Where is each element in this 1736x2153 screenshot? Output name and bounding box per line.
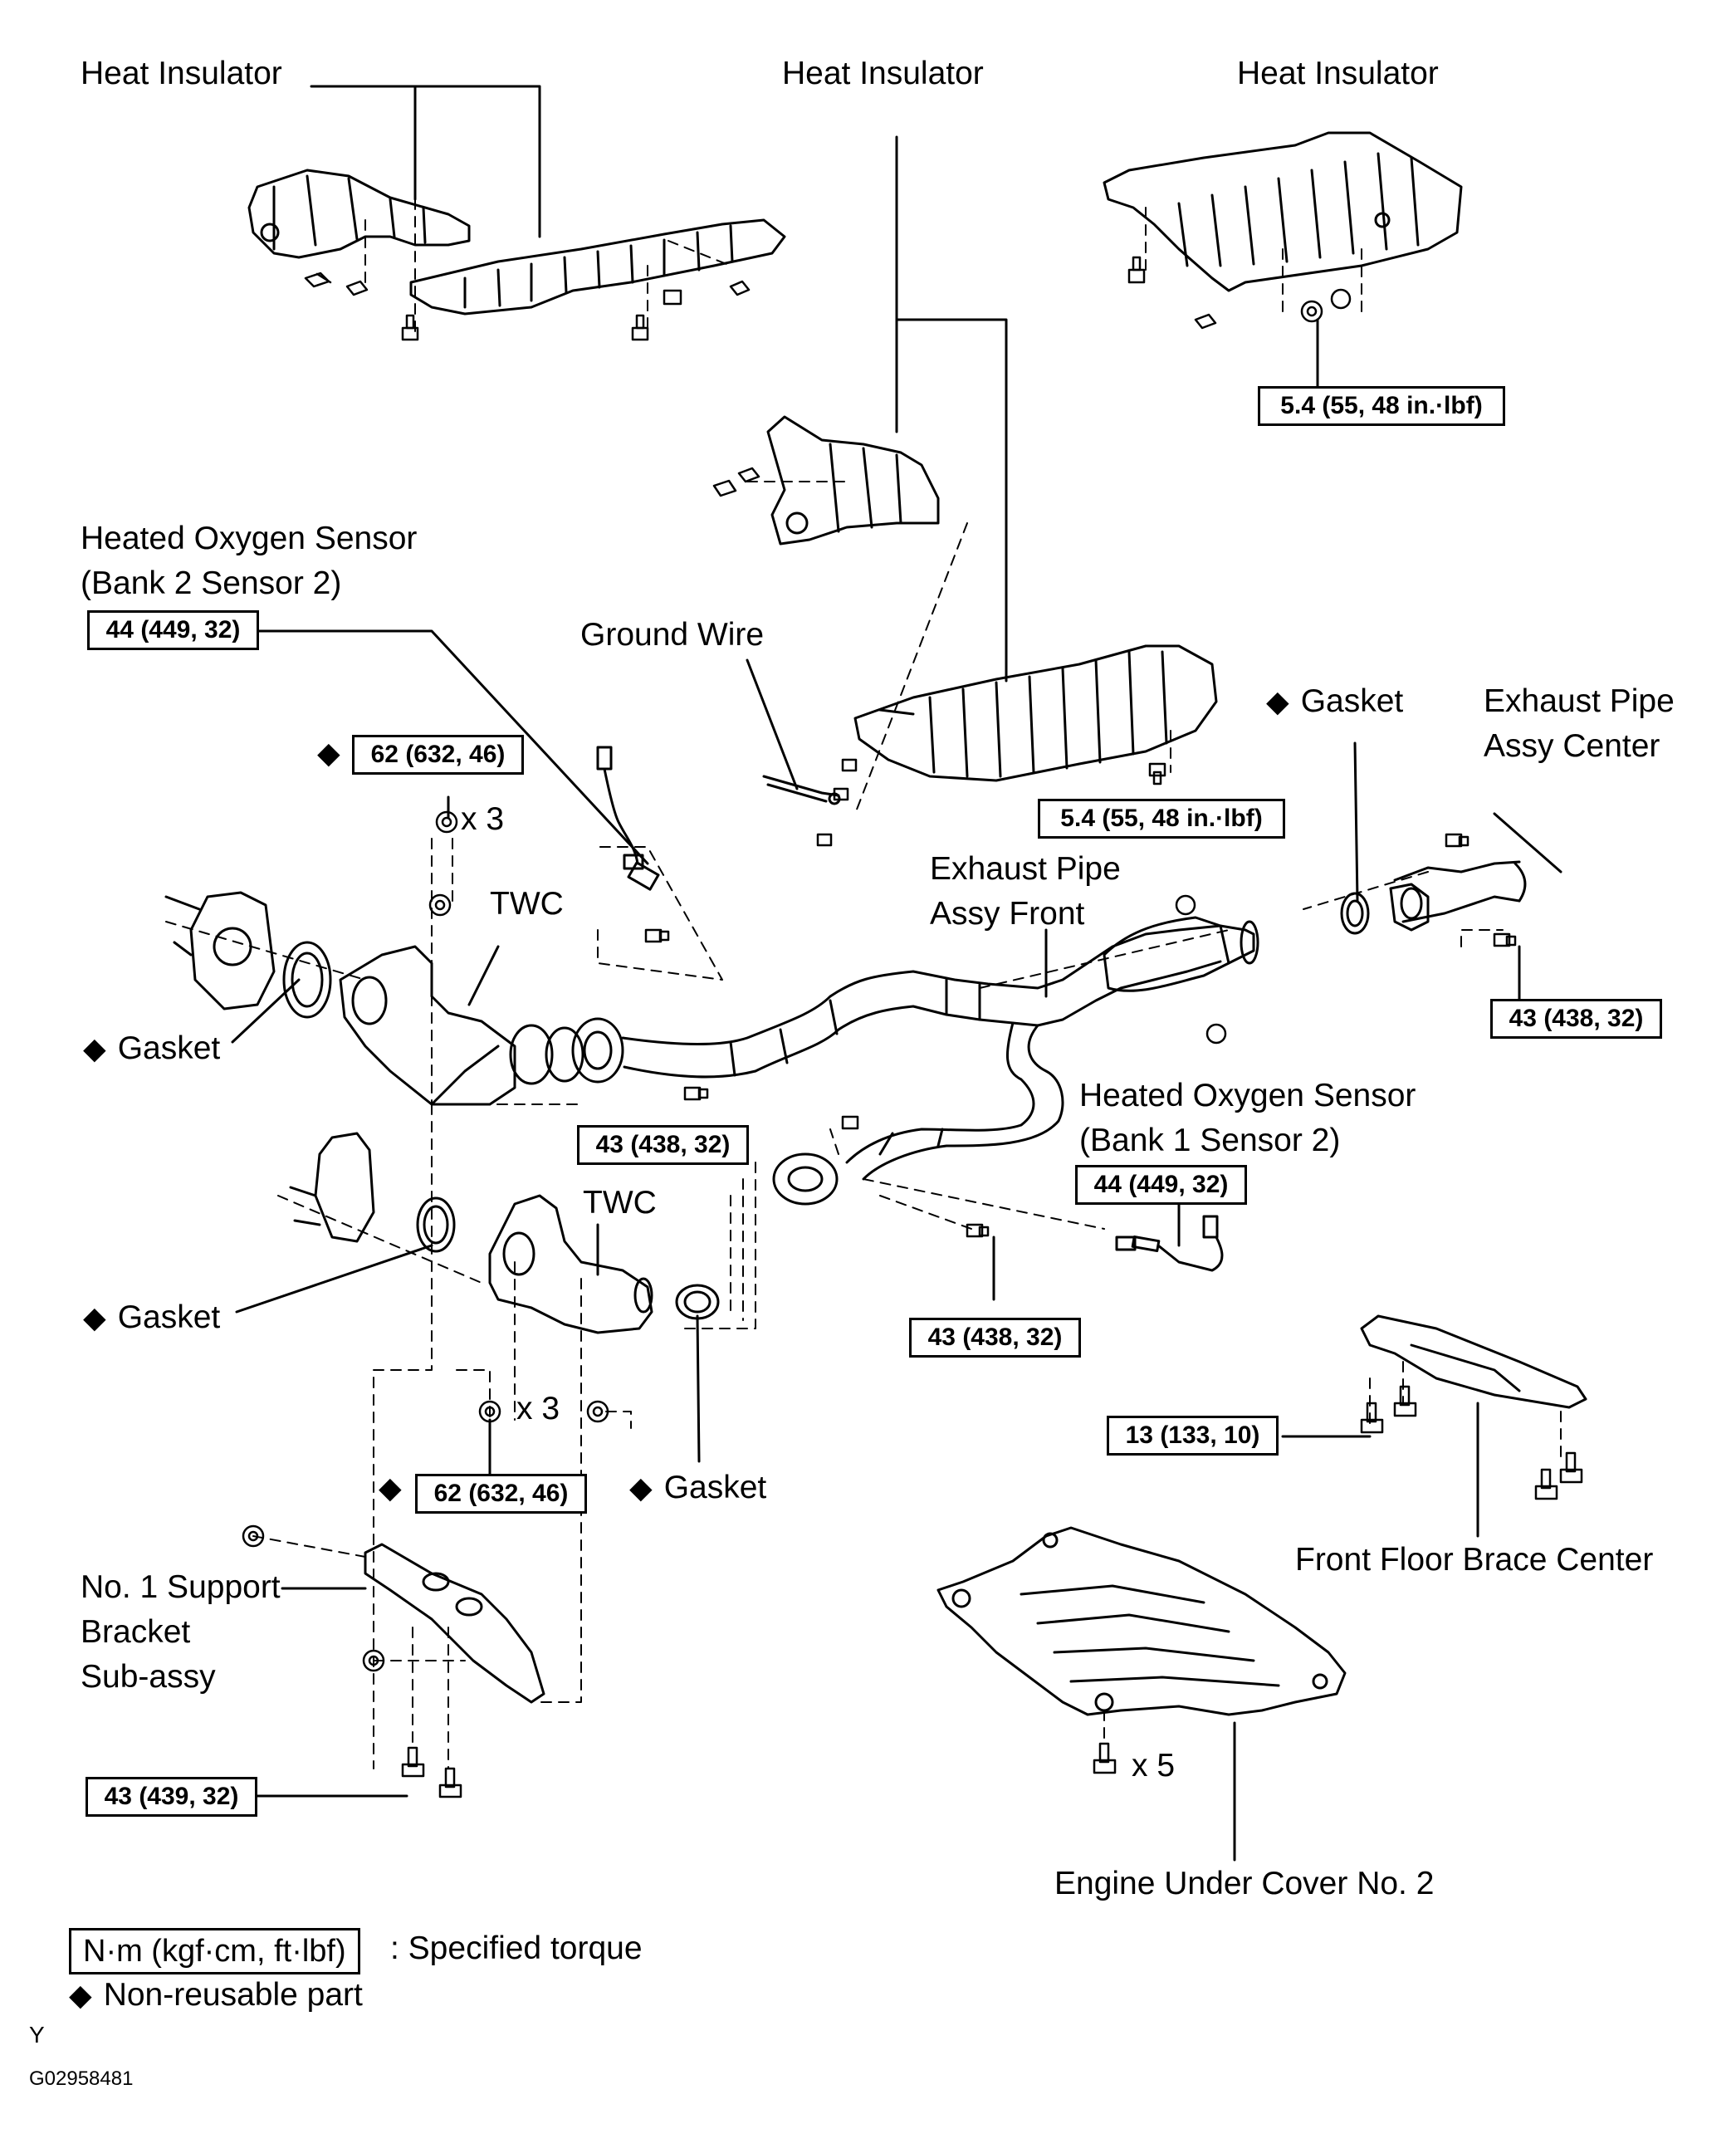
non-reusable-icon: ◆ [83,1031,106,1065]
torque-sensor-b2: 44 (449, 32) [87,610,259,650]
label-gasket-left-upper-text: Gasket [117,1030,221,1066]
twc-lower [488,1194,653,1334]
torque-manifold-upper: 62 (632, 46) [352,735,524,775]
label-gasket-mid-lower: ◆ Gasket [629,1466,766,1510]
label-heat-insulator-3: Heat Insulator [1237,56,1439,91]
label-gasket-left-lower-text: Gasket [117,1299,221,1335]
label-twc-upper: TWC [490,886,564,922]
non-reusable-icon: ◆ [379,1470,402,1505]
bolts-heat-insulator-3 [1127,256,1352,330]
lower-nuts [478,1400,609,1423]
label-twc-lower: TWC [583,1185,657,1221]
gasket-upper-left [282,941,332,1019]
footer-letter: Y [29,2022,45,2048]
support-bracket-fasteners [242,1524,462,1798]
exhaust-pipe-center [1389,860,1527,932]
torque-sensor-b1: 44 (449, 32) [1075,1165,1247,1205]
bolts-heat-insulator-1 [304,272,751,341]
label-gasket-top-text: Gasket [1300,683,1404,719]
label-x3-upper: x 3 [461,801,505,837]
label-exhaust-front-line2: Assy Front [930,896,1085,932]
torque-manifold-lower: 62 (632, 46) [415,1474,587,1514]
label-gasket-top: ◆ Gasket [1266,679,1403,724]
label-under-cover: Engine Under Cover No. 2 [1054,1866,1435,1901]
oxygen-sensor-bank2 [596,746,660,891]
label-gasket-mid-lower-text: Gasket [663,1470,767,1505]
legend-torque-desc: : Specified torque [390,1930,643,1966]
non-reusable-icon: ◆ [317,736,340,770]
torque-heat-insulator-2: 5.4 (55, 48 in.·lbf) [1038,799,1285,839]
label-sensor-b1-line2: (Bank 1 Sensor 2) [1079,1123,1341,1158]
label-support-line2: Bracket [81,1614,191,1650]
torque-front-pipe-mid: 43 (438, 32) [909,1318,1081,1358]
torque-floor-brace: 13 (133, 10) [1107,1416,1279,1456]
gasket-mid-lower [675,1284,720,1320]
label-sensor-b1-line1: Heated Oxygen Sensor [1079,1078,1416,1113]
assembly-lines [165,198,1562,1769]
oxygen-sensor-bank1 [1115,1215,1224,1272]
gasket-lower-left [416,1196,456,1253]
non-reusable-icon: ◆ [629,1470,653,1505]
label-heat-insulator-2: Heat Insulator [782,56,984,91]
label-heat-insulator-1: Heat Insulator [81,56,282,91]
label-gasket-left-lower: ◆ Gasket [83,1295,220,1340]
heat-insulator-2-bracket [766,415,940,546]
manifold-flange-lower [289,1132,375,1243]
gasket-top-right [1340,892,1370,935]
floor-brace-bolts [1360,1385,1583,1500]
engine-under-cover [936,1526,1347,1716]
front-pipe-nuts [428,810,1517,1238]
legend-nonreusable-text: Non-reusable part [103,1977,363,2013]
floor-brace [1360,1314,1587,1409]
twc-upper [339,945,554,1106]
exhaust-pipe-front [571,916,1259,1206]
label-support-line1: No. 1 Support [81,1569,281,1605]
gasket-twc-upper-outlet [545,1026,584,1083]
legend-nonreusable: ◆ Non-reusable part [69,1973,363,2018]
torque-center-joint: 43 (438, 32) [1490,999,1662,1039]
heat-insulator-2-large [853,644,1218,782]
manifold-upper-diamond: ◆ [317,731,352,776]
leader-lines [231,85,1562,1862]
torque-support-bracket: 43 (439, 32) [86,1777,257,1817]
manifold-lower-diamond: ◆ [379,1466,413,1510]
heat-insulator-3 [1103,131,1463,292]
ground-wire [762,775,841,805]
non-reusable-icon: ◆ [69,1978,92,2012]
label-exhaust-front-line1: Exhaust Pipe [930,851,1121,887]
label-exhaust-center-line1: Exhaust Pipe [1484,683,1675,719]
support-bracket [364,1543,545,1704]
under-cover-bolt [1093,1742,1117,1774]
figure-code: G02958481 [29,2067,134,2090]
label-x3-lower: x 3 [516,1391,560,1426]
label-floor-brace: Front Floor Brace Center [1295,1542,1654,1578]
heat-insulator-1-long [409,218,786,316]
non-reusable-icon: ◆ [83,1300,106,1334]
label-gasket-left-upper: ◆ Gasket [83,1026,220,1071]
bolts-heat-insulator-2-bracket [712,467,760,497]
label-sensor-b2-line2: (Bank 2 Sensor 2) [81,565,342,601]
manifold-flange-upper [164,891,276,1010]
torque-heat-insulator-3: 5.4 (55, 48 in.·lbf) [1258,386,1505,426]
label-x5: x 5 [1132,1748,1176,1784]
label-support-line3: Sub-assy [81,1659,216,1695]
heat-insulator-1-small [247,169,471,259]
torque-front-pipe-left: 43 (438, 32) [577,1125,749,1165]
non-reusable-icon: ◆ [1266,684,1289,718]
label-sensor-b2-line1: Heated Oxygen Sensor [81,521,418,556]
legend-torque-unit: N·m (kgf·cm, ft·lbf) [69,1928,360,1974]
label-exhaust-center-line2: Assy Center [1484,728,1660,764]
label-ground-wire: Ground Wire [580,617,765,653]
